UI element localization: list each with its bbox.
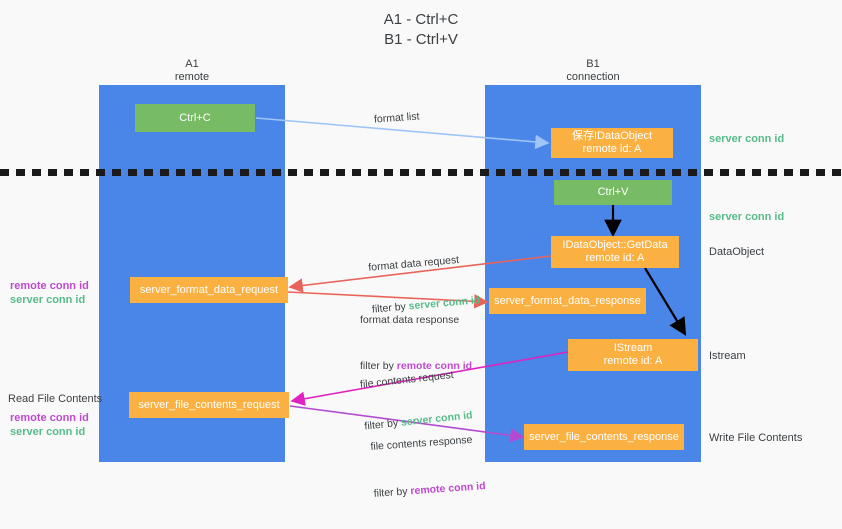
page-title: A1 - Ctrl+C B1 - Ctrl+V	[383, 11, 459, 48]
column-header-b1: B1 connection	[566, 58, 620, 83]
edge-label-file-contents-response: file contents response filter by remote …	[368, 404, 488, 529]
filter-prefix: filter by	[360, 360, 397, 372]
annotation-remote-conn-id-bottom: remote conn id	[10, 412, 89, 424]
edge-label-format-data-response-filter: filter by remote conn id	[360, 359, 472, 373]
diagram-canvas: A1 - Ctrl+C B1 - Ctrl+V A1 remote B1 con…	[0, 11, 842, 500]
annotation-server-conn-id-top: server conn id	[709, 133, 785, 145]
edge-label-format-list: format list	[373, 110, 420, 126]
annotation-server-conn-id-bottom: server conn id	[10, 426, 86, 438]
edge-label-format-data-response-text: format data response	[360, 314, 460, 326]
edge-label-file-contents-response-filter: filter by remote conn id	[373, 479, 486, 501]
edge-label-format-data-response: format data response filter by remote co…	[360, 285, 472, 401]
box-server-file-contents-response[interactable]: server_file_contents_response	[524, 424, 684, 450]
annotation-write-file-contents: Write File Contents	[709, 432, 803, 444]
annotation-remote-conn-id-mid: remote conn id	[10, 280, 89, 292]
box-server-format-data-request[interactable]: server_format_data_request	[130, 277, 288, 303]
box-ctrl-v[interactable]: Ctrl+V	[554, 180, 672, 205]
annotation-istream: Istream	[709, 350, 746, 362]
box-idataobject-getdata[interactable]: IDataObject::GetData remote id: A	[551, 236, 679, 268]
box-ctrl-c[interactable]: Ctrl+C	[135, 104, 255, 132]
filter-key-remote-conn-id: remote conn id	[396, 360, 473, 372]
annotation-dataobject: DataObject	[709, 246, 765, 258]
edge-label-format-data-request-text: format data request	[367, 253, 460, 274]
annotation-read-file-contents: Read File Contents	[8, 393, 103, 405]
edge-label-file-contents-request-text: file contents request	[359, 368, 455, 391]
box-istream[interactable]: IStream remote id: A	[568, 339, 698, 371]
annotation-server-conn-id-mid: server conn id	[10, 294, 86, 306]
filter-key-remote-conn-id: remote conn id	[410, 480, 486, 498]
annotation-server-conn-id-second: server conn id	[709, 211, 785, 223]
box-server-file-contents-request[interactable]: server_file_contents_request	[129, 392, 289, 418]
box-server-format-data-response[interactable]: server_format_data_response	[489, 288, 646, 314]
edge-label-file-contents-response-text: file contents response	[370, 433, 473, 453]
column-header-a1: A1 remote	[174, 58, 210, 83]
box-save-idataobject[interactable]: 保存IDataObject remote id: A	[551, 128, 673, 158]
filter-prefix: filter by	[373, 485, 411, 500]
phase-divider-dashed-line	[0, 169, 842, 176]
